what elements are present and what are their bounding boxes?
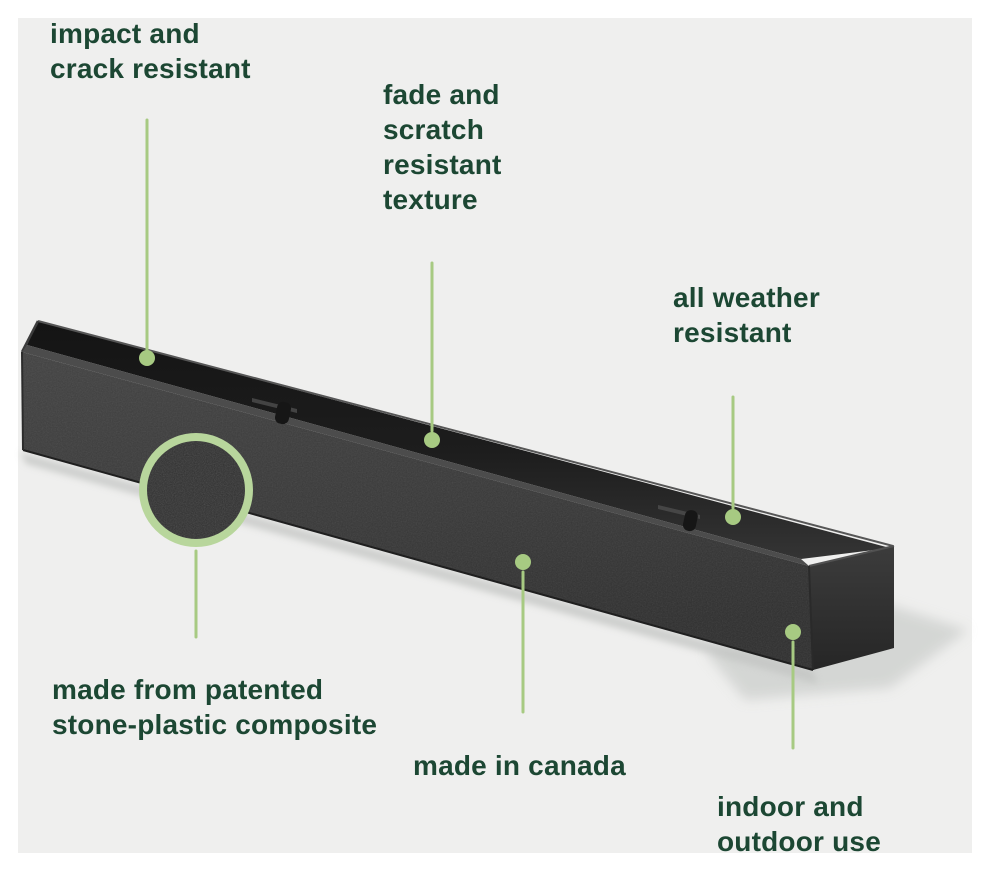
feature-label-impact: impact and crack resistant: [50, 16, 251, 86]
label-line: texture: [383, 184, 478, 215]
leader-dot-fade: [424, 432, 440, 448]
feature-label-canada: made in canada: [413, 748, 626, 783]
feature-label-fade: fade and scratch resistant texture: [383, 77, 502, 217]
leader-dot-weather: [725, 509, 741, 525]
label-line: resistant: [673, 317, 792, 348]
inner-bracket-right: [658, 505, 700, 532]
planter-end-cap: [809, 546, 894, 670]
leader-dot-impact: [139, 350, 155, 366]
label-line: scratch: [383, 114, 485, 145]
planter-cap-top-edge: [808, 545, 895, 567]
label-line: indoor and: [717, 791, 864, 822]
leader-dot-indoor: [785, 624, 801, 640]
planter-front-rim: [22, 345, 809, 566]
planter-back-rim-edge: [37, 320, 894, 547]
label-line: all weather: [673, 282, 820, 313]
planter-left-edge: [21, 351, 24, 451]
leader-dot-canada: [515, 554, 531, 570]
label-line: made from patented: [52, 674, 324, 705]
texture-zoom-circle: [139, 433, 253, 547]
label-line: crack resistant: [50, 53, 251, 84]
feature-label-indoor: indoor and outdoor use: [717, 789, 881, 859]
planter-left-rim-edge: [20, 320, 40, 353]
texture-zoom-noise: [146, 440, 246, 540]
planter-front-face-texture: [22, 352, 813, 670]
planter-front-corner-edge: [808, 565, 814, 671]
label-line: resistant: [383, 149, 502, 180]
label-line: outdoor use: [717, 826, 881, 857]
label-line: made in canada: [413, 750, 626, 781]
planter-box: [20, 320, 895, 671]
feature-label-weather: all weather resistant: [673, 280, 820, 350]
feature-label-composite: made from patented stone-plastic composi…: [52, 672, 377, 742]
label-line: stone-plastic composite: [52, 709, 378, 740]
label-line: impact and: [50, 18, 200, 49]
inner-bracket-left: [252, 398, 297, 425]
label-line: fade and: [383, 79, 500, 110]
callout-leaders: [139, 118, 801, 750]
texture-zoom-ring: [139, 433, 253, 547]
planter-interior: [27, 321, 890, 559]
